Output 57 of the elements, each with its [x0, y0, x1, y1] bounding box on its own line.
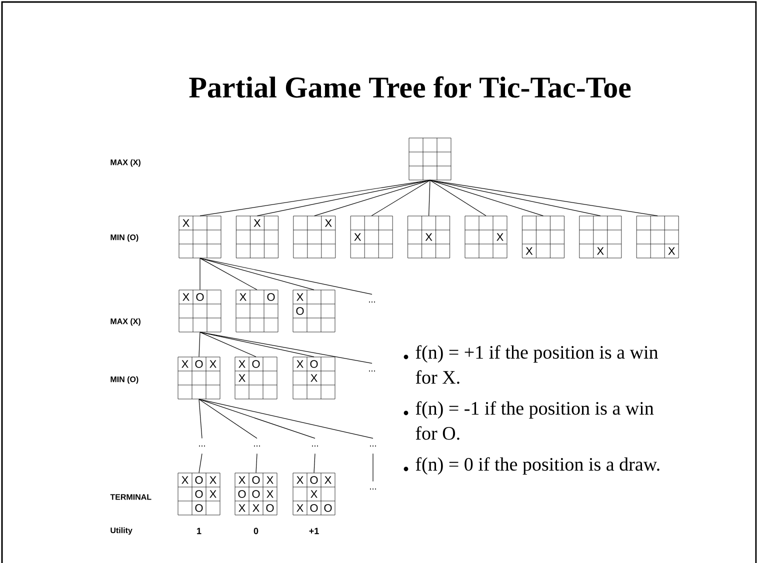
tree-edge	[198, 453, 202, 474]
utility-value: +1	[309, 528, 319, 534]
tree-edge	[371, 180, 430, 216]
tree-edge	[200, 180, 430, 216]
level-label: Utility	[110, 527, 132, 535]
board: X	[293, 216, 336, 258]
board: X	[522, 216, 564, 258]
bullet-point: f(n) = -1 if the position is a win for O.	[404, 401, 654, 440]
board: X	[464, 216, 508, 258]
level-label: TERMINAL	[110, 494, 152, 500]
board: X O X	[292, 356, 336, 400]
board: X	[236, 216, 278, 258]
tree-edge	[428, 180, 430, 216]
board: X O X X X O O	[292, 472, 336, 516]
board: X O	[178, 290, 222, 332]
board: X	[350, 216, 393, 258]
tree-edge	[200, 258, 258, 290]
ellipsis: ...	[370, 488, 376, 490]
ellipsis: ...	[369, 370, 375, 372]
tree-edge	[200, 332, 256, 358]
bullet-point: f(n) = +1 if the position is a win for X.	[404, 345, 658, 384]
board: X O X	[178, 356, 220, 400]
board: X	[178, 216, 222, 258]
tree-edge	[198, 398, 316, 439]
tree-edge	[198, 332, 200, 358]
board	[408, 138, 452, 180]
board: X	[579, 216, 622, 258]
tree-edge	[198, 398, 374, 439]
tree-edge	[256, 453, 258, 474]
tree-edge	[200, 258, 372, 295]
tree-edge	[372, 453, 374, 482]
tree-edge	[314, 180, 430, 216]
tree-edge	[430, 180, 486, 216]
tree-edge	[430, 180, 658, 216]
tree-edge	[198, 398, 258, 439]
title: Partial Game Tree for Tic-Tac-Toe	[189, 76, 631, 98]
bullet-point: f(n) = 0 if the position is a draw.	[404, 457, 660, 475]
tree-edge	[430, 180, 601, 216]
tree-edge	[198, 398, 202, 439]
board: X O	[236, 290, 278, 332]
board: X O X	[234, 356, 278, 400]
level-label: MIN (O)	[110, 234, 138, 242]
utility-value: 1	[197, 528, 202, 534]
tree-edge	[200, 258, 314, 290]
level-label: MAX (X)	[110, 159, 140, 167]
tree-edge	[430, 180, 544, 216]
board: X O X O X O	[178, 472, 220, 516]
level-label: MAX (X)	[110, 318, 140, 326]
board: X O X O O X X X O	[234, 472, 278, 516]
board: X	[408, 216, 450, 258]
level-label: MIN (O)	[110, 376, 138, 384]
tree-edge	[314, 453, 316, 474]
tree-edge	[200, 332, 372, 364]
tree-edge	[256, 180, 430, 216]
board: X	[636, 216, 679, 258]
board: X O	[292, 290, 336, 332]
utility-value: 0	[254, 528, 258, 534]
